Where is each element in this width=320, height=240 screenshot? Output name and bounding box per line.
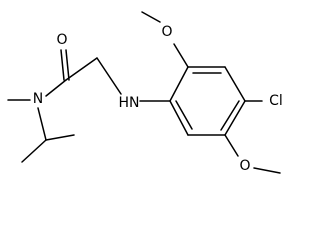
structure-diagram: O N HN O Cl O: [7, 11, 283, 174]
ring-bond-6: [169, 100, 189, 136]
bond-ch2-nh: [96, 57, 122, 95]
atom-label-oxygen-methoxy-bottom: O: [239, 158, 250, 174]
bond-carbonyl-n: [45, 79, 67, 97]
atom-label-oxygen-carbonyl: O: [56, 32, 67, 48]
ring-bond-3: [224, 66, 246, 102]
bond-n-ch: [37, 107, 47, 141]
bond-ring-o-top: [173, 43, 189, 68]
ring-bond-4: [224, 100, 246, 136]
bond-c-o-double-a: [60, 49, 65, 81]
bond-o-methyl-top: [141, 11, 161, 23]
atom-label-chlorine: Cl: [269, 93, 283, 109]
atom-label-nitrogen-amide: N: [33, 91, 43, 107]
bond-ring-o-bottom: [224, 134, 239, 157]
bond-ch-methyl-left: [21, 139, 47, 163]
bond-carbonyl-ch2: [65, 57, 98, 81]
atom-label-nitrogen-amine: HN: [119, 95, 140, 111]
ring-bond-1: [169, 66, 189, 102]
ring-inner-3: [175, 100, 193, 130]
bond-o-methyl-bottom: [253, 167, 281, 174]
bond-ch-methyl-right: [45, 134, 75, 141]
ring-inner-2: [220, 100, 240, 131]
atom-label-oxygen-methoxy-top: O: [161, 24, 172, 40]
bond-c-o-double-b: [65, 49, 70, 81]
